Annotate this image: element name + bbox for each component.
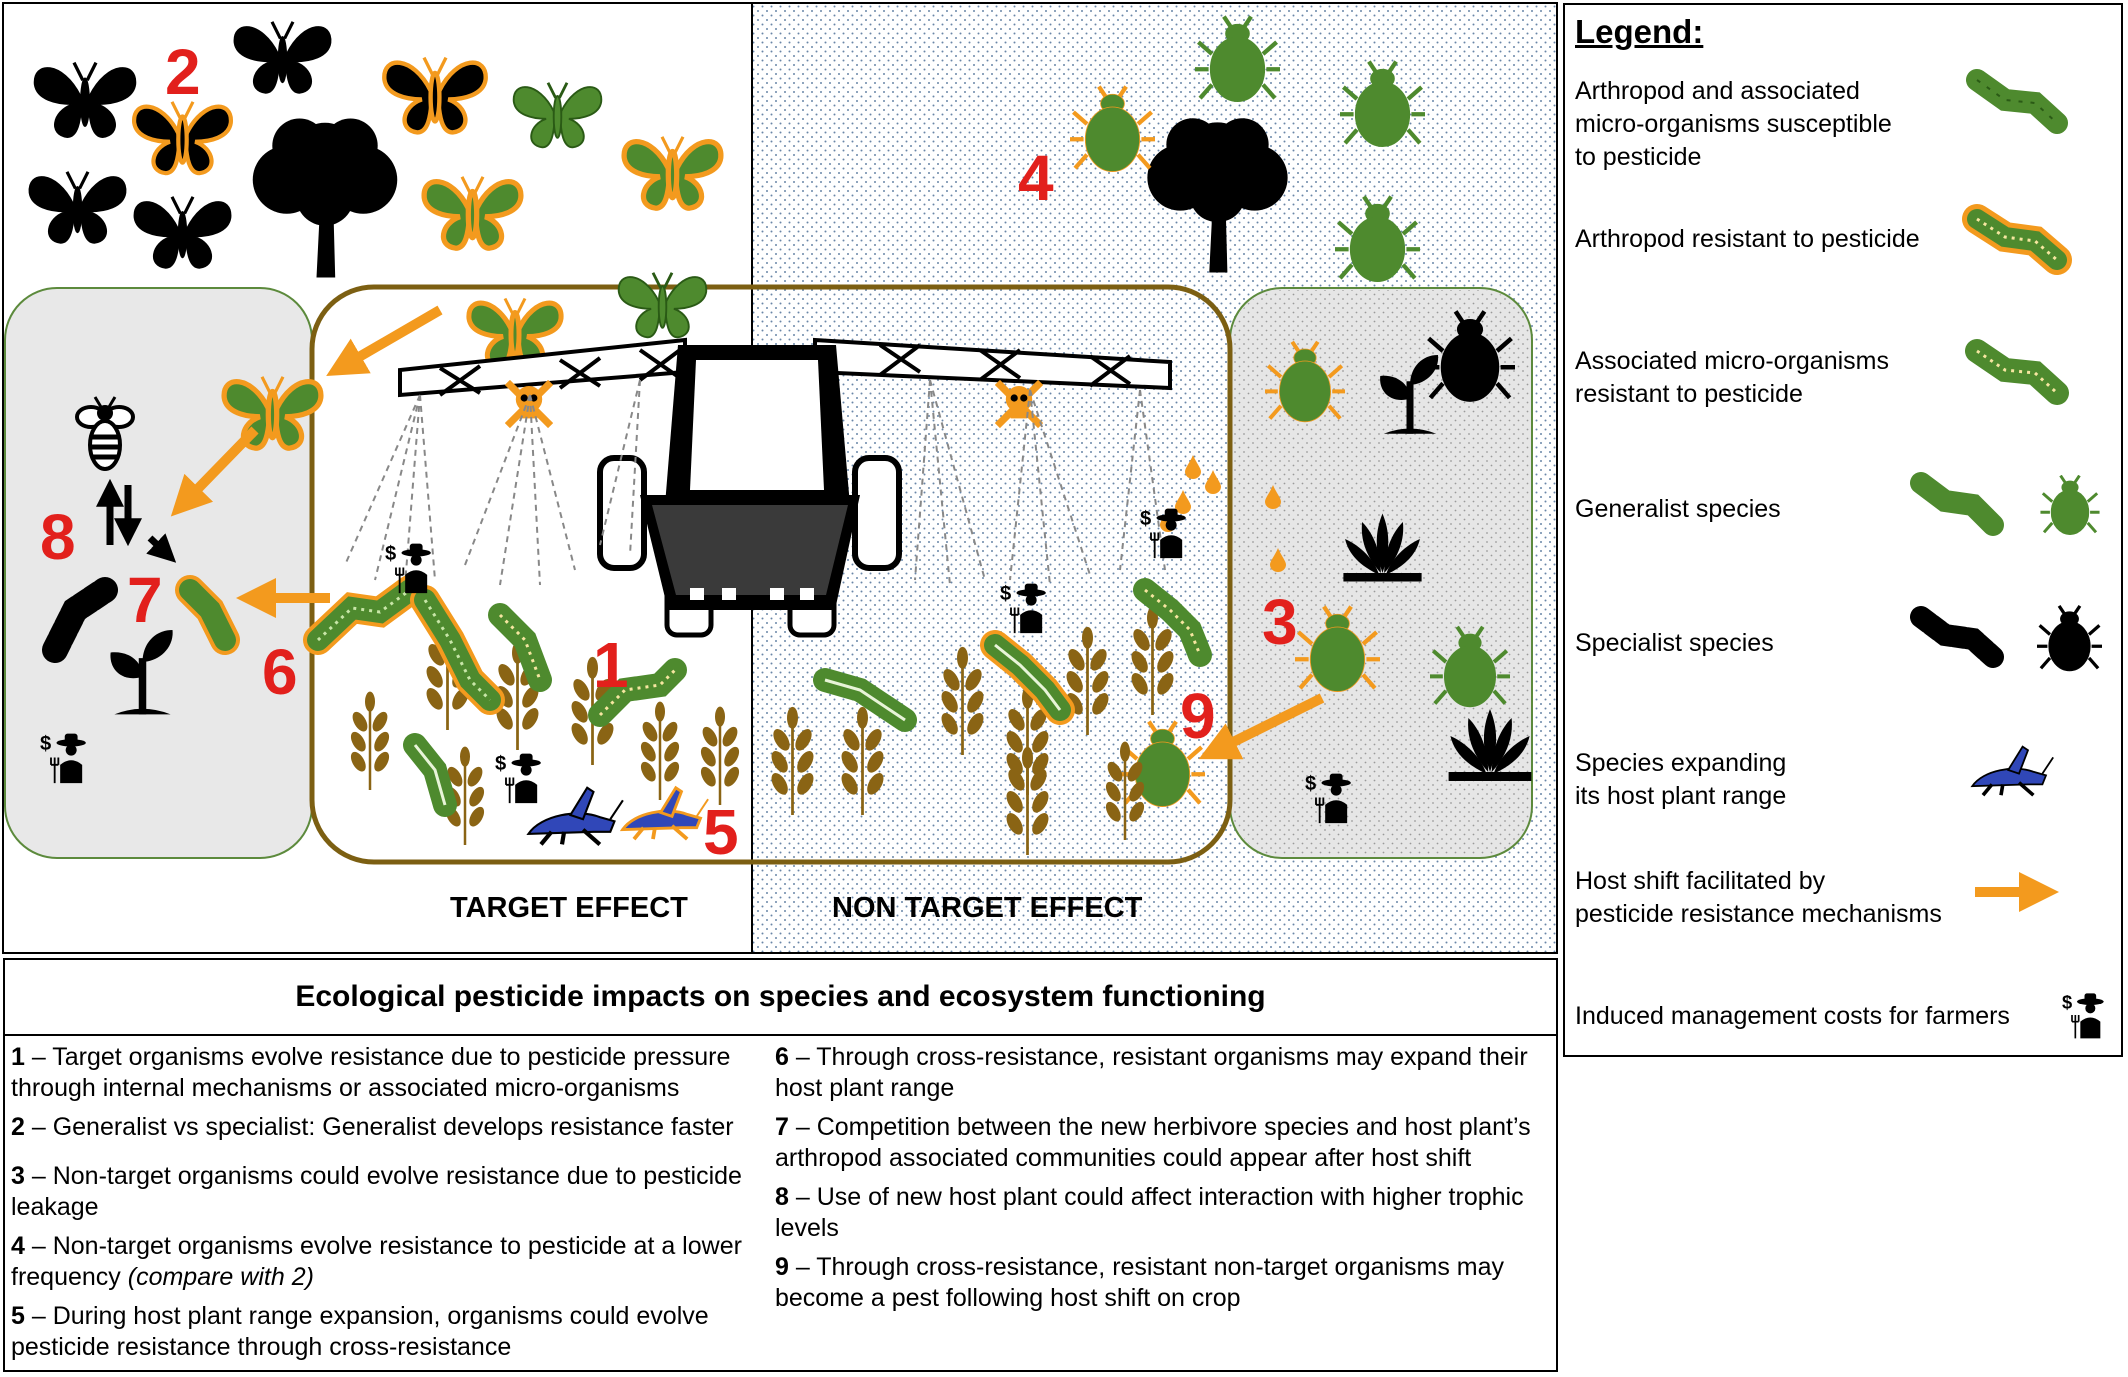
legend-panel: Legend: Arthropod and associated micro-o… xyxy=(1563,3,2123,1057)
butterfly-green-icon xyxy=(617,271,708,339)
green-caterpillar-icon xyxy=(1966,69,2068,134)
target-effect-label: TARGET EFFECT xyxy=(450,892,688,924)
legend-item-generalist: Generalist species xyxy=(1575,495,1781,523)
butterfly-resistant-icon xyxy=(624,137,721,208)
host-shift-arrows xyxy=(170,305,1325,760)
legend-item-microorganism-resistant: Associated micro-organisms resistant to … xyxy=(1575,347,1889,408)
tractor-sprayer xyxy=(398,337,1172,638)
grasshopper-resistant-icon xyxy=(623,788,709,839)
butterfly-black-icon xyxy=(132,195,233,270)
description-column-left: 1 – Target organisms evolve resistance d… xyxy=(11,1042,763,1371)
legend-item-farmer-costs: Induced management costs for farmers xyxy=(1575,1002,2010,1030)
label-number-6: 6 xyxy=(262,636,298,708)
blue-grasshopper-icon xyxy=(1970,744,2055,798)
label-number-2: 2 xyxy=(165,36,201,108)
description-item-1: 1 – Target organisms evolve resistance d… xyxy=(11,1043,731,1102)
field-enclosure xyxy=(309,284,1233,865)
legend-title: Legend: xyxy=(1575,13,1704,50)
description-item-2: 2 – Generalist vs specialist: Generalist… xyxy=(11,1113,734,1141)
description-item-9: 9 – Through cross-resistance, resistant … xyxy=(775,1253,1505,1312)
label-number-3: 3 xyxy=(1262,586,1298,658)
legend-item-arthropod-resistant: Arthropod resistant to pesticide xyxy=(1575,225,1920,253)
label-number-1: 1 xyxy=(593,629,629,701)
label-number-7: 7 xyxy=(127,564,163,636)
pesticide-spray xyxy=(344,379,1166,586)
butterfly-resistant-icon xyxy=(134,102,231,173)
description-item-7: 7 – Competition between the new herbivor… xyxy=(775,1113,1531,1172)
legend-icons xyxy=(1910,69,2105,1040)
description-item-4: 4 – Non-target organisms evolve resistan… xyxy=(11,1232,742,1291)
label-number-5: 5 xyxy=(703,796,739,868)
description-title: Ecological pesticide impacts on species … xyxy=(5,960,1556,1036)
tree-icon xyxy=(252,118,398,278)
black-caterpillar-and-beetle-icon xyxy=(1910,605,2102,673)
grasshopper-blue-icon xyxy=(528,788,623,845)
butterfly-black-icon xyxy=(232,20,333,95)
legend-item-host-shift: Host shift facilitated by pesticide resi… xyxy=(1575,867,1942,928)
legend-item-specialist: Specialist species xyxy=(1575,629,1774,657)
description-item-5: 5 – During host plant range expansion, o… xyxy=(11,1302,709,1361)
label-number-4: 4 xyxy=(1018,142,1054,214)
farmer-icon xyxy=(2062,990,2105,1040)
butterfly-resistant-icon xyxy=(384,58,485,133)
butterfly-resistant-icon xyxy=(424,177,521,248)
dotted-caterpillar-icon xyxy=(1965,339,2069,405)
description-item-3: 3 – Non-target organisms could evolve re… xyxy=(11,1162,742,1221)
butterfly-black-icon xyxy=(32,60,138,140)
non-target-effect-label: NON TARGET EFFECT xyxy=(832,892,1143,924)
orange-outlined-caterpillar-icon xyxy=(1962,204,2072,275)
description-item-8: 8 – Use of new host plant could affect i… xyxy=(775,1183,1524,1242)
interaction-arrows xyxy=(96,478,177,563)
legend-item-host-range: Species expanding its host plant range xyxy=(1575,749,1787,810)
butterfly-black-icon xyxy=(27,170,128,245)
description-item-6: 6 – Through cross-resistance, resistant … xyxy=(775,1043,1528,1102)
label-number-8: 8 xyxy=(40,501,76,573)
description-panel: Ecological pesticide impacts on species … xyxy=(3,958,1558,1372)
butterfly-green-icon xyxy=(512,81,603,149)
legend-item-susceptible: Arthropod and associated micro-organisms… xyxy=(1575,77,1892,171)
green-caterpillar-and-beetle-icon xyxy=(1910,472,2100,537)
description-column-right: 6 – Through cross-resistance, resistant … xyxy=(775,1042,1555,1322)
label-number-9: 9 xyxy=(1180,680,1216,752)
caterpillars xyxy=(42,575,1212,817)
